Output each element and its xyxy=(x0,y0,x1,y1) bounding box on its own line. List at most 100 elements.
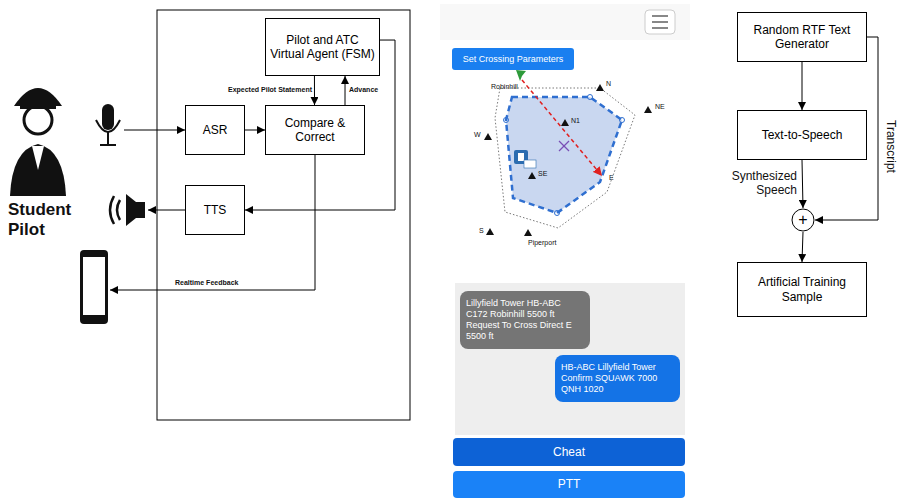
crossing-route xyxy=(522,80,602,176)
phone-icon xyxy=(80,250,108,324)
airport-symbol xyxy=(518,153,524,161)
speaker-icon xyxy=(126,194,136,226)
chat-bubble: HB-ABC Lillyfield Tower Confirm SQUAWK 7… xyxy=(555,355,680,402)
waypoint-label: N xyxy=(606,80,611,88)
chat-panel xyxy=(455,283,685,435)
tts-to-speaker-wire xyxy=(148,210,185,211)
runway-symbol xyxy=(559,141,569,151)
node-text: Set Crossing Parameters xyxy=(463,54,564,65)
connector-arrow xyxy=(802,232,803,262)
node-text: Lillyfield Tower HB-ABC C172 Robinhill 5… xyxy=(466,298,584,341)
connector-arrow xyxy=(245,130,265,131)
node-text: Cheat xyxy=(553,445,585,459)
start-flag xyxy=(516,70,526,81)
speaker-icon xyxy=(110,194,145,226)
edge-label: Expected Pilot Statement xyxy=(228,86,312,94)
microphone-icon xyxy=(96,120,120,132)
chat-panel xyxy=(455,283,685,435)
process-box: Compare & Correct xyxy=(265,105,365,155)
crossing-route xyxy=(522,80,602,176)
node-text: PTT xyxy=(558,477,581,491)
sum-circle: + xyxy=(791,208,815,232)
runway-symbol xyxy=(559,141,569,151)
airspace-outer-boundary xyxy=(495,88,635,228)
process-box: Random RTF Text Generator xyxy=(737,12,867,62)
actor-label: Student Pilot xyxy=(8,200,94,239)
circle-outline xyxy=(792,209,814,231)
app-button: PTT xyxy=(453,471,685,498)
mic-to-asr-wire xyxy=(124,130,185,131)
process-box: Artificial Training Sample xyxy=(737,262,867,317)
speaker-icon xyxy=(136,202,145,218)
speaker-icon xyxy=(110,196,114,224)
student-pilot-icon xyxy=(20,104,56,109)
student-pilot-icon xyxy=(32,146,44,170)
waypoint-label: SE xyxy=(538,170,547,178)
process-box: Text-to-Speech xyxy=(737,110,867,160)
speaker-icon xyxy=(117,200,120,220)
connector-arrow xyxy=(314,76,315,105)
mic-to-asr-wire xyxy=(124,130,185,131)
process-box: ASR xyxy=(185,105,245,155)
edge-label: Synthesized Speech xyxy=(717,170,797,198)
app-button: Cheat xyxy=(453,438,685,466)
airspace-zone xyxy=(588,95,593,100)
student-pilot-icon xyxy=(10,144,66,196)
waypoint-label: S xyxy=(479,227,484,235)
wire-label: Realtime Feedback xyxy=(175,279,238,287)
app-button: Set Crossing Parameters xyxy=(452,48,574,70)
student-pilot-icon xyxy=(14,88,62,106)
waypoint-label: Robinhill xyxy=(491,83,518,91)
phone-icon xyxy=(83,257,105,315)
microphone-icon xyxy=(100,144,116,146)
menu-button xyxy=(652,15,668,17)
waypoint-triangle xyxy=(596,84,604,91)
connector-arrow xyxy=(802,160,803,208)
process-box: TTS xyxy=(185,185,245,235)
waypoint-triangle xyxy=(524,229,532,236)
node-text: Random RTF Text Generator xyxy=(742,23,862,52)
microphone-icon xyxy=(107,132,109,144)
node-text: Pilot and ATC Virtual Agent (FSM) xyxy=(270,33,375,62)
node-text: ASR xyxy=(203,123,228,137)
student-pilot-icon xyxy=(10,88,66,196)
waypoint-triangle xyxy=(528,172,536,179)
system-frame xyxy=(157,10,410,420)
connector-arrow xyxy=(802,62,803,110)
waypoint-label: NE xyxy=(655,103,665,111)
waypoint-triangle xyxy=(484,84,652,236)
menu-button xyxy=(652,27,668,29)
airport-symbol xyxy=(514,150,536,168)
edge-label: Advance xyxy=(349,86,378,94)
airport-symbol xyxy=(524,160,536,168)
student-pilot-icon xyxy=(24,106,52,134)
system-frame xyxy=(157,10,410,420)
node-text: TTS xyxy=(204,203,227,217)
airspace-zone xyxy=(555,211,560,216)
start-flag xyxy=(516,70,526,81)
node-text: Artificial Training Sample xyxy=(742,275,862,304)
waypoint-label: E xyxy=(609,174,614,182)
edge-label: Transcript xyxy=(885,120,897,173)
feedback-wire xyxy=(110,155,315,290)
connector-arrow xyxy=(345,76,346,105)
airspace-outer-boundary xyxy=(495,88,635,228)
app-top-bar xyxy=(440,4,690,40)
microphone-icon xyxy=(96,104,120,145)
airspace-zone xyxy=(506,97,622,213)
waypoint-triangle xyxy=(484,133,492,140)
waypoint-triangle xyxy=(644,106,652,113)
runway-symbol xyxy=(559,141,569,151)
node-text: Compare & Correct xyxy=(270,116,360,145)
node-text: HB-ABC Lillyfield Tower Confirm SQUAWK 7… xyxy=(561,362,674,394)
tts-to-speaker-wire xyxy=(148,210,185,211)
airspace-zone xyxy=(620,118,625,123)
menu-button xyxy=(645,10,675,34)
chat-bubble: Lillyfield Tower HB-ABC C172 Robinhill 5… xyxy=(460,291,590,349)
phone-icon xyxy=(80,250,108,324)
waypoint-label: Piperport xyxy=(528,239,556,247)
menu-button xyxy=(645,10,675,34)
